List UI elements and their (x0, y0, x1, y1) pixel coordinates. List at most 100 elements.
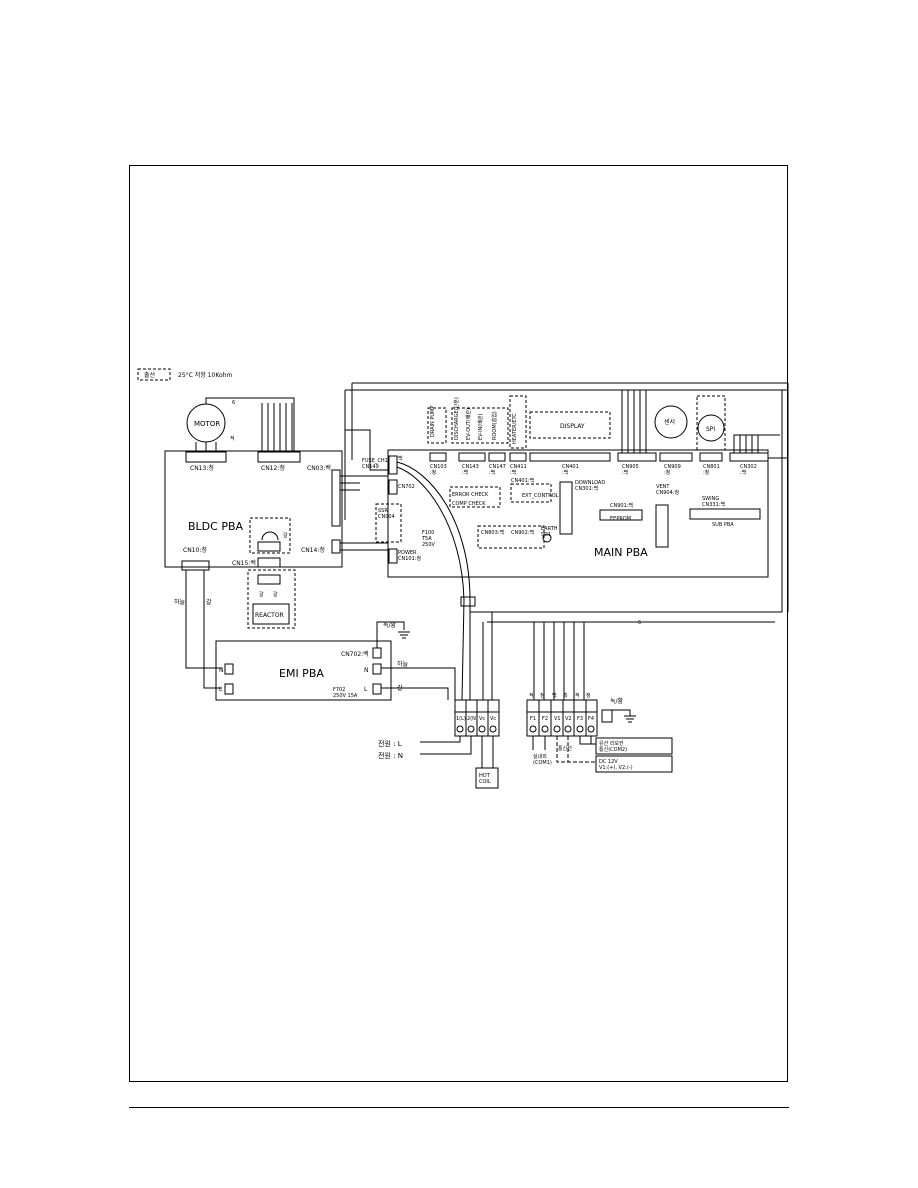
screw (529, 725, 537, 733)
power-connector (388, 548, 398, 564)
drain-label: DRAIN PUMP (430, 406, 436, 437)
screw (564, 725, 572, 733)
sensor-label: 센서 (664, 418, 675, 426)
supply-leads (420, 736, 494, 768)
screw (553, 725, 561, 733)
room-label: ROOM(흡입) (491, 411, 498, 440)
emi-l-label: L (219, 686, 223, 693)
dc12-box (595, 755, 673, 773)
cn15-connector (257, 557, 281, 568)
emi-l-pin (372, 683, 382, 695)
cn03-label: CN03:백 (307, 464, 331, 472)
emi-l-right (224, 683, 234, 695)
emi-l-right-label: L (364, 686, 368, 693)
screw (456, 725, 464, 733)
cn411-label: CN411:백 (510, 464, 527, 476)
com-terminal-grid (527, 700, 597, 736)
vc-wires (482, 612, 493, 700)
diagram-frame (129, 165, 788, 1082)
comp-check: COMP CHECK (452, 501, 486, 507)
evap-in-label: EV-IN(배관) (477, 414, 484, 440)
sub-pba-pins (689, 508, 761, 520)
brown-label: 갈 (206, 598, 212, 606)
heater-label: HEATER/ETC (512, 413, 518, 444)
coil-tag: 갈 (283, 532, 288, 539)
eeprom-label: EEPROM (610, 516, 631, 522)
fuse-route (396, 461, 471, 700)
cn702m-pin (372, 647, 382, 659)
thermistor-box (451, 407, 509, 444)
bus-leads (621, 390, 780, 453)
coil-box (249, 517, 291, 554)
com-terminal (526, 699, 598, 737)
motor-tag: 적 (230, 435, 235, 442)
dc-leads (556, 736, 596, 763)
footer-rule (129, 1107, 789, 1108)
motor-label: MOTOR (194, 420, 220, 428)
spi-box (696, 395, 726, 451)
com-color-6: 청 (586, 693, 591, 699)
wire-6-label: 6 (232, 400, 235, 406)
com-ground-label: 녹/황 (610, 697, 624, 705)
cn12-label: CN12:청 (261, 465, 285, 472)
cn14-leads (340, 542, 388, 551)
display-label: DISPLAY (560, 423, 585, 430)
ground-wire (376, 621, 405, 648)
com-wires (533, 622, 585, 700)
motor-leads (195, 442, 217, 452)
right-bus (781, 383, 789, 612)
reactor-tag-1: 갈 (259, 591, 264, 598)
ground-color: 녹/황 (383, 621, 397, 629)
earth-symbol (542, 533, 552, 543)
screw (478, 725, 486, 733)
emi-n-right: N (364, 667, 369, 674)
cn03-leads (340, 475, 388, 491)
sub-pba-label: SUB PBA (712, 522, 734, 528)
eeprom-box (599, 509, 643, 521)
hot-coil-box (475, 767, 499, 789)
fuse-route-2 (396, 466, 465, 701)
motor-top-wire (205, 397, 295, 452)
cn03-connector (331, 469, 341, 527)
cn401-ext: CN401:백 (511, 477, 534, 484)
screw (576, 725, 584, 733)
cn103-label: CN103:청 (430, 464, 447, 476)
cn10-connector (181, 560, 210, 571)
motor-connector (185, 451, 227, 463)
bldc-title: BLDC PBA (188, 520, 244, 533)
cn702-connector (388, 479, 398, 495)
eeprom-cn: CN901:백 (610, 502, 633, 509)
coil-pins (257, 541, 281, 552)
cn10-label: CN10:청 (183, 547, 207, 554)
main-title: MAIN PBA (594, 546, 648, 559)
spi-circle (697, 414, 725, 442)
cn803-label: CN803:백 (481, 529, 504, 536)
screw (489, 725, 497, 733)
cn143-pins (458, 452, 486, 462)
cn801-pins (699, 452, 723, 462)
reactor-body (252, 603, 290, 625)
cn702-label: CN702 (398, 484, 415, 490)
cn411-pins (509, 452, 527, 462)
cn14-label: CN14:청 (301, 547, 325, 554)
term-label-2: 2(N) (467, 716, 478, 722)
com-color-1: 적 (529, 692, 534, 699)
com-label-5: F3 (577, 716, 583, 722)
cn702m-label: CN702:백 (341, 650, 369, 658)
emi-board (215, 640, 392, 701)
com-color-2: 청 (540, 693, 545, 699)
screw (541, 725, 549, 733)
main-board (387, 449, 769, 578)
emi-to-terminal (381, 667, 456, 700)
error-check: ERROR CHECK (452, 492, 489, 498)
cn302-pins (729, 452, 769, 462)
cn909-label: CN909:청 (664, 464, 681, 476)
cn12-connector (257, 451, 301, 463)
ext-control: EXT_CONTROL (522, 493, 559, 499)
wire-6-com-label: 6 (638, 620, 641, 626)
